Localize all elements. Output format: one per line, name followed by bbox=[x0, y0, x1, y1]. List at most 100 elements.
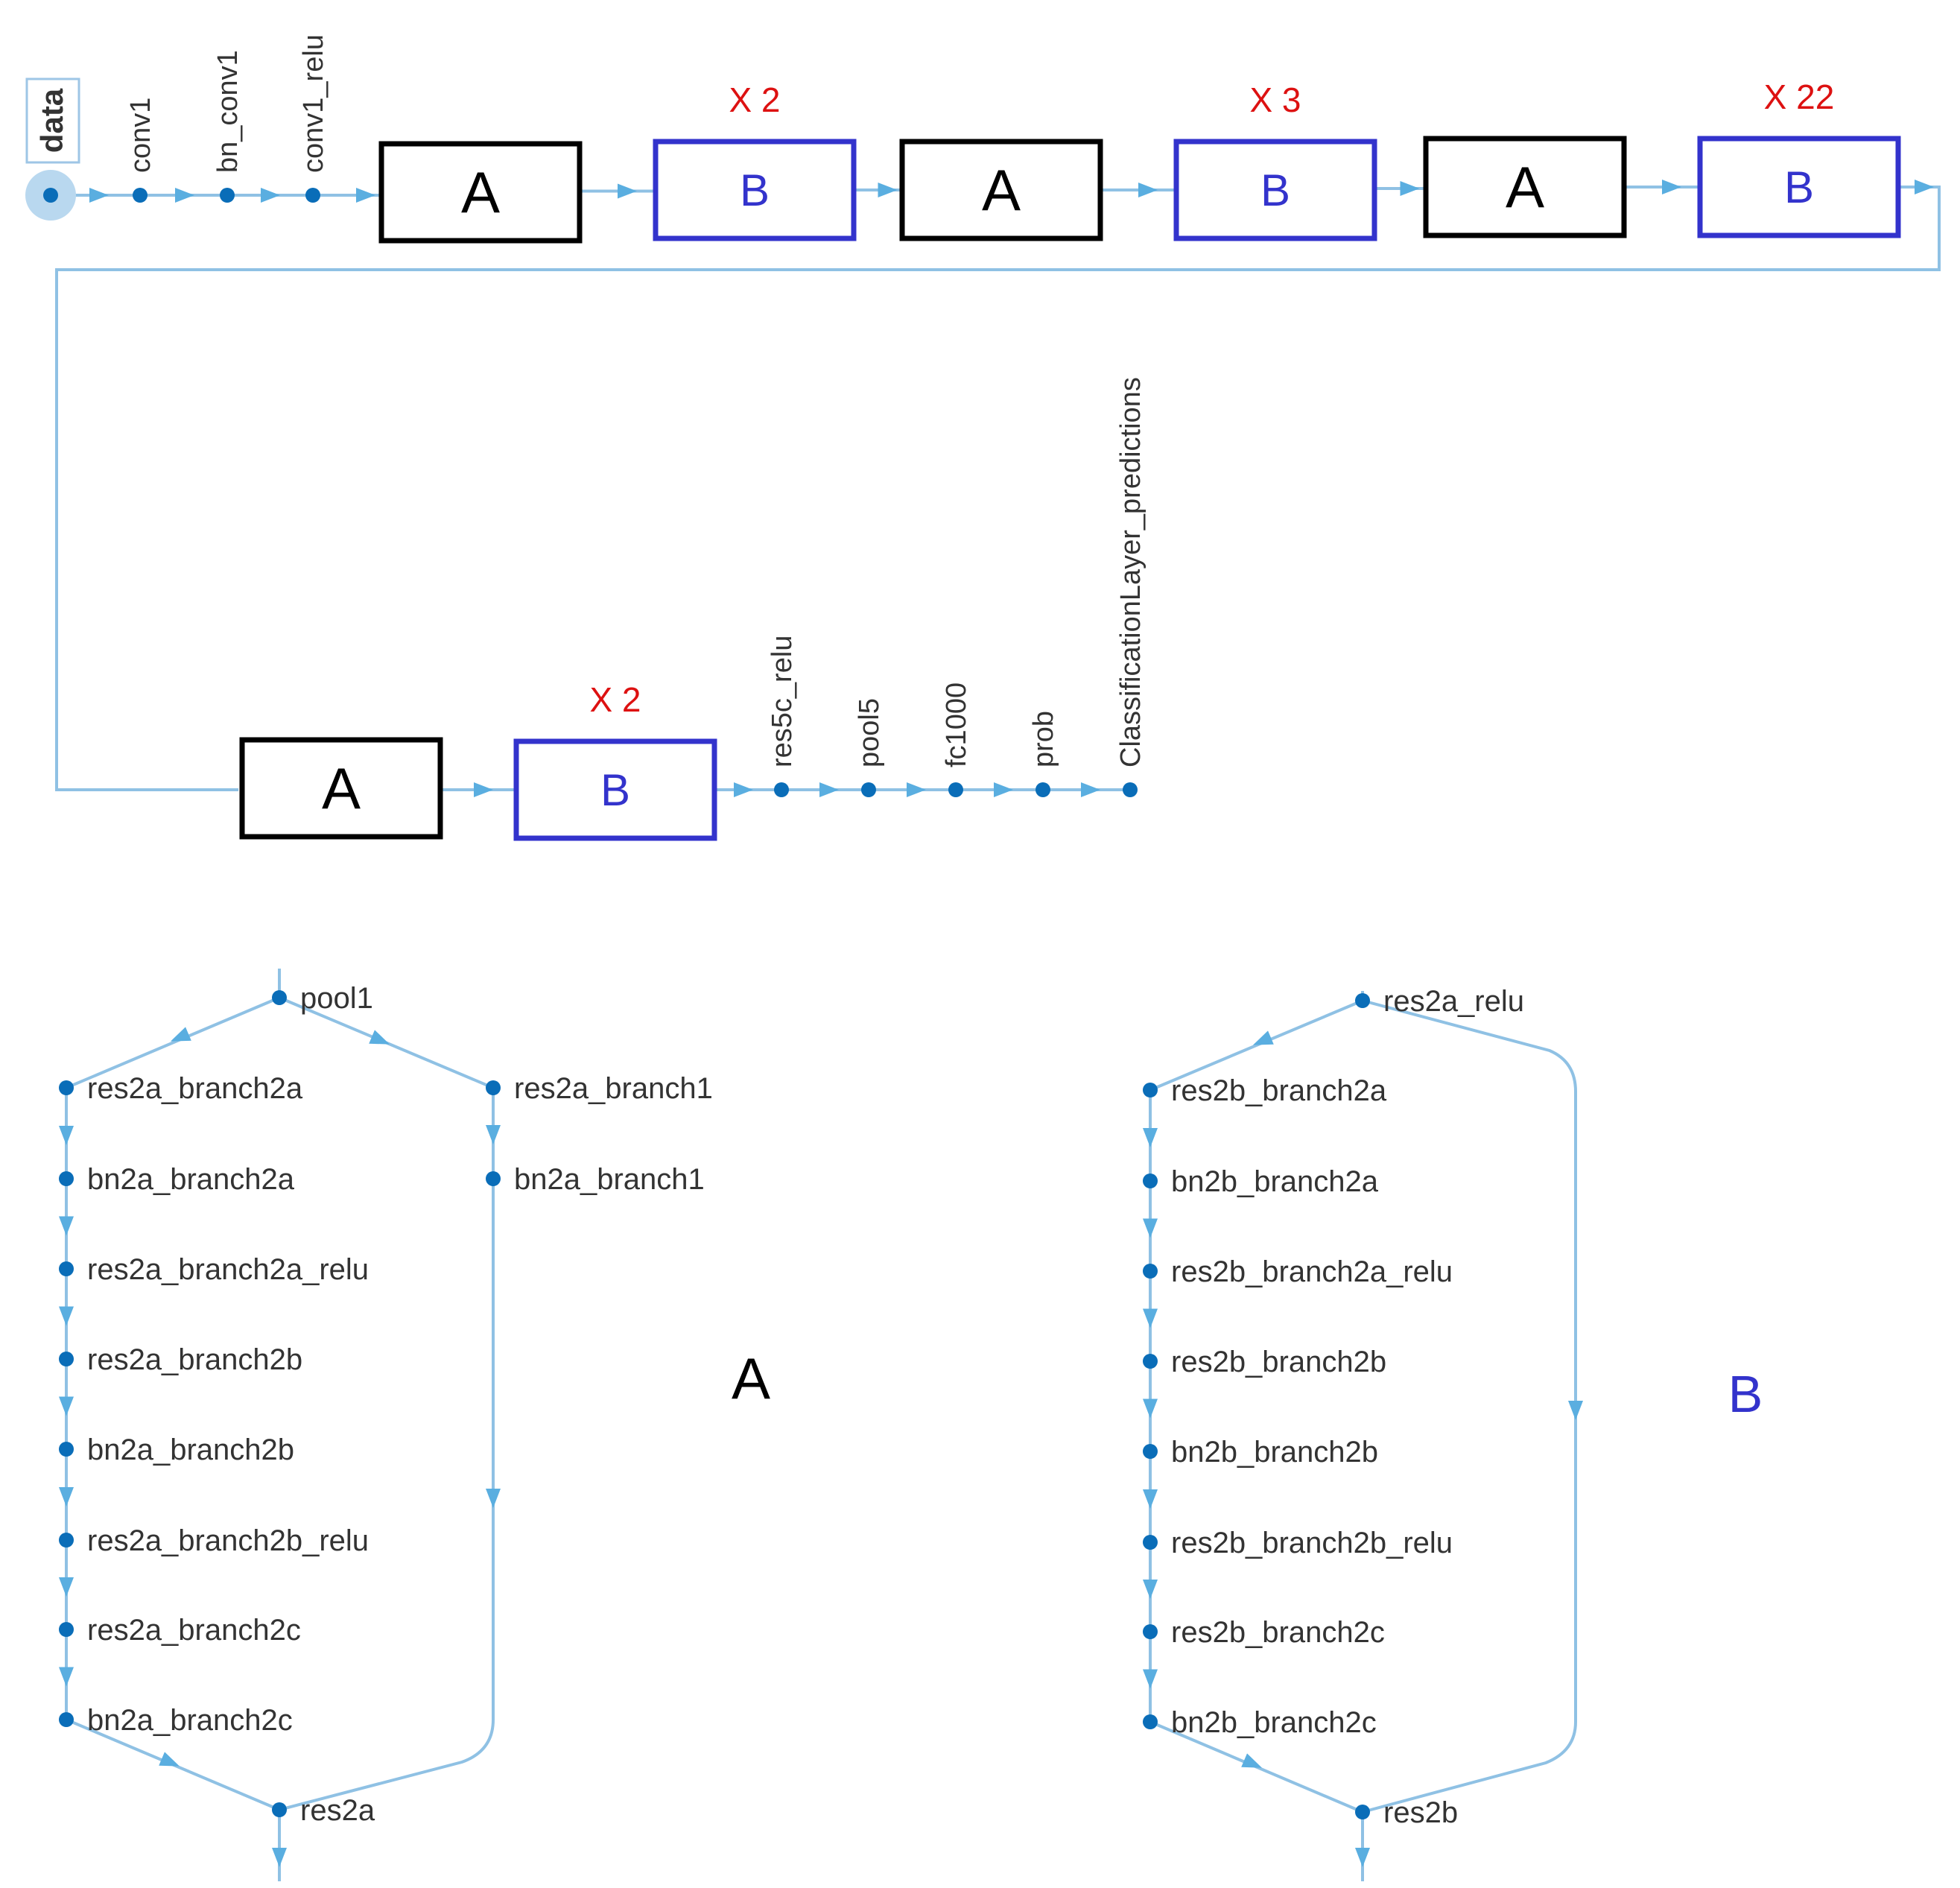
block-a-output-node bbox=[272, 1802, 287, 1817]
block-a-node-res2a_branch2c bbox=[59, 1622, 74, 1637]
block-a-node-res2a_branch2b_relu bbox=[59, 1533, 74, 1548]
second-block-1-a-box bbox=[239, 737, 443, 840]
block-a-node-bn2a_branch1 bbox=[486, 1171, 501, 1186]
arrow-right bbox=[474, 782, 493, 797]
block-a-label-res2a_branch2b_relu: res2a_branch2b_relu bbox=[87, 1524, 369, 1557]
arrow-right bbox=[734, 782, 753, 797]
arrow-right bbox=[1915, 180, 1934, 194]
block-a-title: A bbox=[732, 1346, 770, 1411]
second-block-2-b-label: B bbox=[600, 765, 630, 815]
layer-label-pool5: pool5 bbox=[854, 698, 885, 767]
edges bbox=[51, 180, 1941, 1881]
block-b-output-label: res2b bbox=[1383, 1796, 1458, 1829]
block-b-node-bn2b_branch2b bbox=[1143, 1444, 1158, 1459]
top-block-4-b-repeat-label: X 3 bbox=[1249, 80, 1301, 119]
block-b-node-res2b_branch2a bbox=[1143, 1083, 1158, 1097]
arrow-down bbox=[1143, 1128, 1158, 1147]
arrow bbox=[170, 1027, 191, 1042]
arrow-right bbox=[1081, 782, 1100, 797]
layer-label-fc1000: fc1000 bbox=[941, 682, 972, 767]
block-b-node-res2b_branch2c bbox=[1143, 1624, 1158, 1639]
block-b-label-res2b_branch2b_relu: res2b_branch2b_relu bbox=[1171, 1527, 1453, 1559]
layer-label-conv1: conv1 bbox=[125, 98, 156, 173]
data-input-node bbox=[43, 188, 58, 203]
layer-node-bn_conv1 bbox=[220, 188, 235, 203]
block-a-label-res2a_branch2a_relu: res2a_branch2a_relu bbox=[87, 1253, 369, 1286]
edge-a-merge-side bbox=[279, 1088, 495, 1811]
layer-node-prob bbox=[1035, 782, 1050, 797]
wrap-connector bbox=[55, 186, 1941, 791]
block-b-label-res2b_branch2a_relu: res2b_branch2a_relu bbox=[1171, 1255, 1453, 1288]
data-input-label-box bbox=[25, 77, 80, 164]
block-b-node-bn2b_branch2a bbox=[1143, 1173, 1158, 1188]
block-b-label-bn2b_branch2c: bn2b_branch2c bbox=[1171, 1706, 1377, 1739]
data-input-label: data bbox=[34, 88, 69, 153]
layer-node-fc1000 bbox=[948, 782, 963, 797]
block-a-output-label: res2a bbox=[300, 1794, 375, 1827]
top-block-5-a-label: A bbox=[1506, 154, 1544, 220]
block-a-label-bn2a_branch1: bn2a_branch1 bbox=[514, 1163, 705, 1196]
arrow-right bbox=[1400, 181, 1420, 196]
arrow-down bbox=[1143, 1308, 1158, 1328]
top-block-2-b-box bbox=[653, 139, 857, 241]
arrow-right bbox=[1662, 180, 1681, 194]
arrow-down bbox=[486, 1125, 501, 1144]
arrow-down bbox=[59, 1126, 74, 1145]
layer-label-bn_conv1: bn_conv1 bbox=[212, 50, 244, 173]
top-block-6-b-box bbox=[1697, 136, 1901, 238]
block-b-input-label: res2a_relu bbox=[1383, 985, 1524, 1018]
block-a-node-res2a_branch2a_relu bbox=[59, 1261, 74, 1276]
arrow-right bbox=[878, 183, 898, 197]
arrow-right bbox=[618, 183, 637, 199]
arrow-down bbox=[1143, 1218, 1158, 1238]
top-block-3-a-box bbox=[899, 139, 1103, 241]
arrow-down bbox=[1143, 1669, 1158, 1689]
block-a-node-bn2a_branch2b bbox=[59, 1442, 74, 1457]
arrow bbox=[369, 1030, 390, 1045]
block-a-label-bn2a_branch2c: bn2a_branch2c bbox=[87, 1704, 293, 1737]
block-b-node-res2b_branch2b_relu bbox=[1143, 1535, 1158, 1550]
layer-node-conv1_relu bbox=[305, 188, 320, 203]
block-a-node-res2a_branch1 bbox=[486, 1080, 501, 1095]
arrow-down bbox=[272, 1848, 287, 1867]
arrow-right bbox=[907, 782, 926, 797]
block-b-label-bn2b_branch2a: bn2b_branch2a bbox=[1171, 1165, 1379, 1198]
edge-a-split-main bbox=[66, 996, 280, 1089]
arrow-down bbox=[1143, 1489, 1158, 1509]
arrow-down bbox=[486, 1489, 501, 1508]
second-block-2-b-repeat-label: X 2 bbox=[589, 680, 641, 719]
block-b-output-node bbox=[1355, 1805, 1370, 1819]
top-block-6-b-label: B bbox=[1784, 162, 1814, 212]
arrow bbox=[159, 1752, 180, 1767]
layer-node-ClassificationLayer_predictions bbox=[1123, 782, 1138, 797]
layer-label-ClassificationLayer_predictions: ClassificationLayer_predictions bbox=[1115, 377, 1146, 767]
arrow-right bbox=[994, 782, 1013, 797]
block-a-node-res2a_branch2a bbox=[59, 1080, 74, 1095]
layer-node-conv1 bbox=[133, 188, 148, 203]
block-a-node-res2a_branch2b bbox=[59, 1352, 74, 1366]
block-a-node-bn2a_branch2c bbox=[59, 1712, 74, 1727]
arrow-right bbox=[89, 188, 109, 203]
block-b-label-bn2b_branch2b: bn2b_branch2b bbox=[1171, 1436, 1378, 1469]
block-b-node-res2b_branch2b bbox=[1143, 1354, 1158, 1369]
arrow-right bbox=[175, 188, 194, 203]
arrow-down bbox=[1143, 1398, 1158, 1419]
second-block-2-b-box bbox=[513, 738, 717, 841]
arrow-down bbox=[59, 1667, 74, 1687]
block-a-input-label: pool1 bbox=[300, 982, 373, 1015]
top-block-4-b-box bbox=[1173, 139, 1377, 241]
block-b-node-res2b_branch2a_relu bbox=[1143, 1264, 1158, 1279]
block-b-label-res2b_branch2c: res2b_branch2c bbox=[1171, 1616, 1385, 1649]
layer-label-prob: prob bbox=[1028, 711, 1059, 767]
arrow-right bbox=[356, 188, 375, 203]
block-a-label-res2a_branch2b: res2a_branch2b bbox=[87, 1343, 302, 1376]
arrow-down bbox=[59, 1396, 74, 1416]
layer-label-res5c_relu: res5c_relu bbox=[767, 636, 798, 767]
block-b-input-node bbox=[1355, 993, 1370, 1008]
layer-node-res5c_relu bbox=[774, 782, 789, 797]
arrow bbox=[1252, 1030, 1274, 1045]
top-block-5-a-box bbox=[1423, 136, 1627, 238]
block-a-label-bn2a_branch2b: bn2a_branch2b bbox=[87, 1434, 294, 1466]
block-b-label-res2b_branch2b: res2b_branch2b bbox=[1171, 1346, 1386, 1378]
